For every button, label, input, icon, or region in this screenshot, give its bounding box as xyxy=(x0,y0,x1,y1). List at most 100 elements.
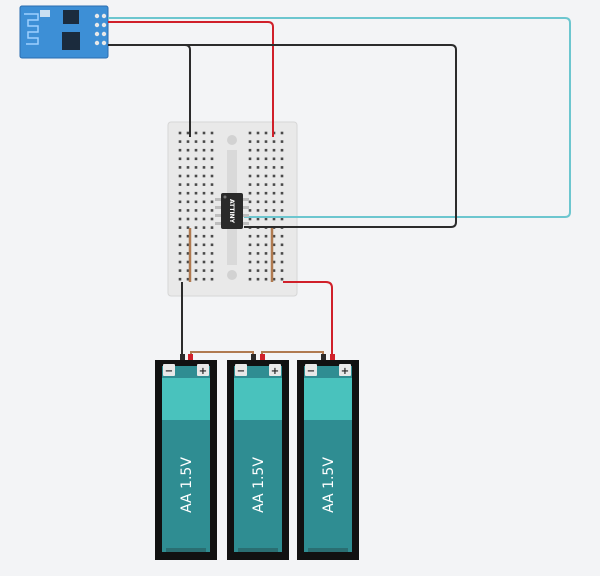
breadboard-hole[interactable] xyxy=(256,157,260,161)
breadboard-hole[interactable] xyxy=(248,243,252,247)
breadboard-hole[interactable] xyxy=(178,209,182,212)
breadboard-hole[interactable] xyxy=(248,174,252,178)
breadboard-hole[interactable] xyxy=(248,166,252,169)
breadboard-hole[interactable] xyxy=(248,140,252,143)
breadboard-hole[interactable] xyxy=(280,252,284,255)
breadboard-hole[interactable] xyxy=(280,234,284,238)
breadboard-hole[interactable] xyxy=(194,157,198,161)
breadboard-hole[interactable] xyxy=(186,157,190,161)
battery-1[interactable]: − + AA 1.5V xyxy=(155,360,217,560)
breadboard-hole[interactable] xyxy=(186,217,190,221)
breadboard-hole[interactable] xyxy=(272,217,276,221)
breadboard-hole[interactable] xyxy=(280,131,284,135)
battery-series-link-2[interactable] xyxy=(261,351,324,358)
breadboard-holes[interactable] xyxy=(178,131,284,281)
breadboard-hole[interactable] xyxy=(256,131,260,135)
esp-wifi-module[interactable] xyxy=(19,5,109,59)
battery-series-link-1[interactable] xyxy=(190,351,254,358)
breadboard-hole[interactable] xyxy=(194,260,198,264)
breadboard-hole[interactable] xyxy=(256,166,260,169)
breadboard-hole[interactable] xyxy=(256,200,260,204)
breadboard-hole[interactable] xyxy=(178,191,182,195)
breadboard-hole[interactable] xyxy=(280,140,284,143)
breadboard-hole[interactable] xyxy=(178,148,182,152)
wire-cyan[interactable] xyxy=(108,17,571,218)
breadboard-hole[interactable] xyxy=(248,157,252,161)
breadboard-hole[interactable] xyxy=(202,234,206,238)
breadboard-hole[interactable] xyxy=(194,243,198,247)
breadboard-hole[interactable] xyxy=(264,260,268,264)
breadboard-hole[interactable] xyxy=(256,269,260,272)
breadboard-hole[interactable] xyxy=(264,148,268,152)
breadboard-hole[interactable] xyxy=(178,157,182,161)
breadboard-hole[interactable] xyxy=(280,269,284,272)
breadboard-hole[interactable] xyxy=(280,243,284,247)
breadboard-hole[interactable] xyxy=(264,243,268,247)
breadboard-hole[interactable] xyxy=(202,217,206,221)
breadboard-hole[interactable] xyxy=(248,277,252,281)
breadboard-hole[interactable] xyxy=(186,243,190,247)
breadboard-hole[interactable] xyxy=(186,269,190,272)
breadboard-hole[interactable] xyxy=(272,148,276,152)
breadboard-hole[interactable] xyxy=(256,209,260,212)
breadboard-hole[interactable] xyxy=(256,217,260,221)
breadboard-hole[interactable] xyxy=(280,166,284,169)
breadboard-hole[interactable] xyxy=(264,157,268,161)
breadboard-hole[interactable] xyxy=(186,166,190,169)
breadboard-hole[interactable] xyxy=(178,234,182,238)
breadboard-hole[interactable] xyxy=(202,252,206,255)
breadboard-hole[interactable] xyxy=(256,148,260,152)
breadboard-hole[interactable] xyxy=(186,140,190,143)
breadboard-hole[interactable] xyxy=(210,140,214,143)
battery-3[interactable]: − + AA 1.5V xyxy=(297,360,359,560)
breadboard-hole[interactable] xyxy=(264,234,268,238)
breadboard-hole[interactable] xyxy=(264,131,268,135)
breadboard-hole[interactable] xyxy=(210,260,214,264)
breadboard-hole[interactable] xyxy=(248,191,252,195)
breadboard-hole[interactable] xyxy=(178,252,182,255)
breadboard-hole[interactable] xyxy=(186,191,190,195)
breadboard-hole[interactable] xyxy=(264,209,268,212)
breadboard-hole[interactable] xyxy=(202,148,206,152)
breadboard-hole[interactable] xyxy=(264,174,268,178)
breadboard-hole[interactable] xyxy=(272,166,276,169)
breadboard-hole[interactable] xyxy=(210,131,214,135)
breadboard-hole[interactable] xyxy=(272,183,276,186)
breadboard-hole[interactable] xyxy=(280,157,284,161)
breadboard-hole[interactable] xyxy=(210,243,214,247)
breadboard-hole[interactable] xyxy=(280,183,284,186)
breadboard-hole[interactable] xyxy=(186,234,190,238)
breadboard-hole[interactable] xyxy=(248,131,252,135)
breadboard-hole[interactable] xyxy=(186,252,190,255)
breadboard-hole[interactable] xyxy=(202,209,206,212)
breadboard-hole[interactable] xyxy=(178,183,182,186)
breadboard-hole[interactable] xyxy=(272,252,276,255)
breadboard-hole[interactable] xyxy=(194,140,198,143)
breadboard-hole[interactable] xyxy=(178,269,182,272)
breadboard-hole[interactable] xyxy=(202,191,206,195)
breadboard-hole[interactable] xyxy=(202,140,206,143)
wire-red-battery[interactable] xyxy=(283,281,333,358)
breadboard-hole[interactable] xyxy=(264,166,268,169)
breadboard-hole[interactable] xyxy=(272,243,276,247)
breadboard-hole[interactable] xyxy=(178,277,182,281)
breadboard-hole[interactable] xyxy=(272,234,276,238)
breadboard-hole[interactable] xyxy=(210,234,214,238)
breadboard-hole[interactable] xyxy=(210,226,214,229)
breadboard-hole[interactable] xyxy=(202,166,206,169)
breadboard-hole[interactable] xyxy=(194,226,198,229)
breadboard-hole[interactable] xyxy=(248,217,252,221)
breadboard-hole[interactable] xyxy=(178,131,182,135)
breadboard-hole[interactable] xyxy=(202,260,206,264)
breadboard-hole[interactable] xyxy=(194,269,198,272)
breadboard-hole[interactable] xyxy=(256,243,260,247)
breadboard-hole[interactable] xyxy=(256,260,260,264)
breadboard-hole[interactable] xyxy=(280,148,284,152)
breadboard-hole[interactable] xyxy=(178,200,182,204)
breadboard-hole[interactable] xyxy=(186,131,190,135)
wire-black-signal[interactable] xyxy=(108,44,457,228)
breadboard-hole[interactable] xyxy=(272,277,276,281)
breadboard-hole[interactable] xyxy=(194,200,198,204)
breadboard-hole[interactable] xyxy=(256,234,260,238)
breadboard-hole[interactable] xyxy=(264,277,268,281)
